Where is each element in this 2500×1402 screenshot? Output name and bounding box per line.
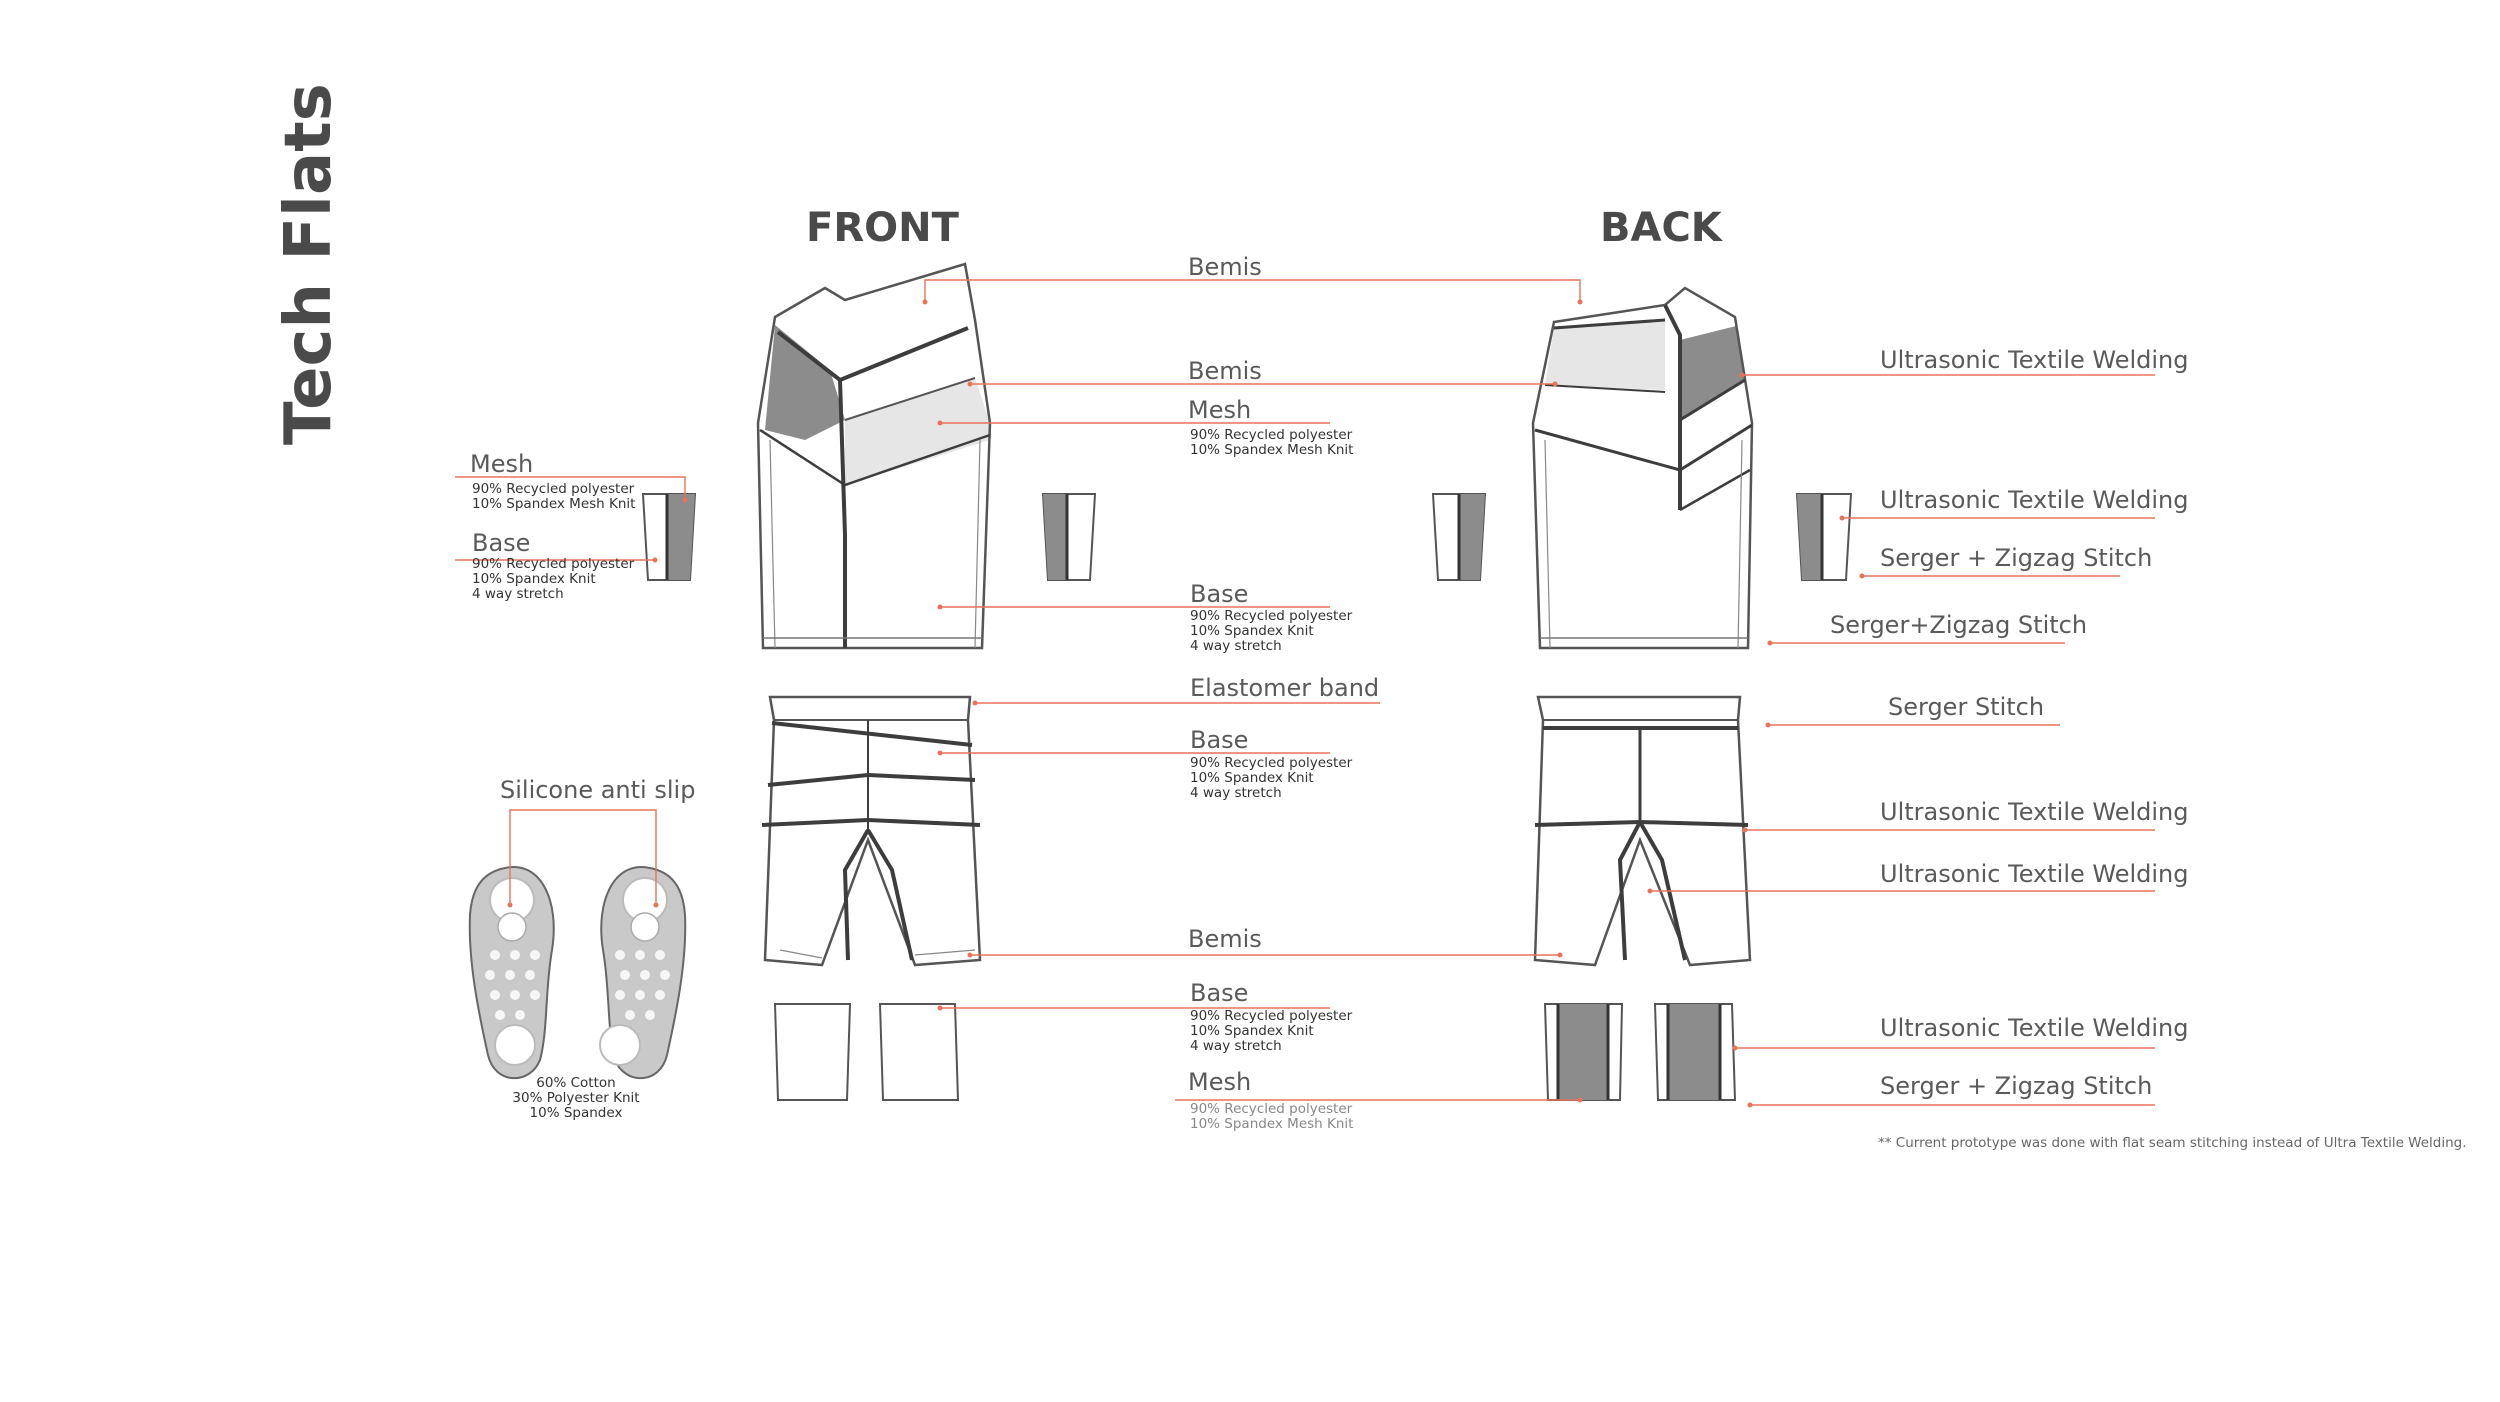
callout-mesh-top-label: Mesh — [1188, 396, 1252, 424]
callout-bemis-shorts: Bemis — [1188, 925, 1262, 953]
spec-line: 4 way stretch — [1190, 638, 1282, 654]
spec-line: 10% Spandex Mesh Knit — [1190, 442, 1354, 458]
spec-line: 10% Spandex Mesh Knit — [472, 496, 636, 512]
spec-line: 60% Cotton — [536, 1075, 616, 1091]
callout-mesh-sleeves-spec: 90% Recycled polyester 10% Spandex Mesh … — [1190, 1102, 1353, 1132]
spec-line: 10% Spandex Knit — [472, 571, 596, 587]
back-leg-sleeves — [1543, 1003, 1737, 1101]
right-callout-utw-5: Ultrasonic Textile Welding — [1880, 1014, 2189, 1042]
spec-line: 90% Recycled polyester — [1190, 608, 1353, 624]
sock-sole-right — [599, 865, 687, 1080]
callout-mesh-sleeves-label: Mesh — [1188, 1068, 1252, 1096]
back-arm-band-right — [1795, 493, 1853, 581]
footnote: ** Current prototype was done with flat … — [1878, 1135, 2467, 1151]
back-top-garment — [1531, 286, 1754, 650]
spec-line: 10% Spandex Knit — [1190, 623, 1314, 639]
spec-line: 10% Spandex — [529, 1105, 623, 1121]
spec-line: 30% Polyester Knit — [512, 1090, 640, 1106]
right-callout-utw-3: Ultrasonic Textile Welding — [1880, 798, 2189, 826]
left-callout-silicone-anti-slip: Silicone anti slip — [500, 776, 696, 804]
callout-elastomer-band: Elastomer band — [1190, 674, 1380, 702]
right-callout-serger-stitch: Serger Stitch — [1888, 693, 2045, 721]
left-arm-band-detail — [641, 493, 697, 581]
sock-sole-left — [468, 865, 555, 1080]
front-top-garment — [756, 262, 992, 650]
callout-leaders — [455, 279, 2155, 1106]
spec-line: 4 way stretch — [1190, 1038, 1282, 1054]
front-leg-sleeves — [773, 1003, 960, 1101]
spec-line: 90% Recycled polyester — [1190, 755, 1353, 771]
right-callout-serger-zigzag-3: Serger + Zigzag Stitch — [1880, 1072, 2153, 1100]
front-shorts-garment — [761, 695, 982, 967]
back-arm-band-left — [1431, 493, 1487, 581]
callout-base-shorts-label: Base — [1190, 726, 1249, 754]
left-callout-base-label: Base — [472, 529, 531, 557]
spec-line: 10% Spandex Knit — [1190, 770, 1314, 786]
callout-mesh-top-spec: 90% Recycled polyester 10% Spandex Mesh … — [1190, 428, 1353, 458]
spec-line: 10% Spandex Mesh Knit — [1190, 1116, 1354, 1132]
spec-line: 90% Recycled polyester — [472, 481, 635, 497]
spec-line: 90% Recycled polyester — [1190, 427, 1353, 443]
front-arm-band — [1041, 493, 1097, 581]
callout-base-shorts-spec: 90% Recycled polyester 10% Spandex Knit … — [1190, 756, 1352, 801]
callout-base-top-label: Base — [1190, 580, 1249, 608]
right-callout-utw-1: Ultrasonic Textile Welding — [1880, 346, 2189, 374]
callout-base-sleeves-spec: 90% Recycled polyester 10% Spandex Knit … — [1190, 1009, 1352, 1054]
right-callout-utw-2: Ultrasonic Textile Welding — [1880, 486, 2189, 514]
left-callout-mesh-spec: 90% Recycled polyester 10% Spandex Mesh … — [472, 482, 635, 512]
callout-bemis-mid: Bemis — [1188, 357, 1262, 385]
right-callout-utw-4: Ultrasonic Textile Welding — [1880, 860, 2189, 888]
left-callout-base-spec: 90% Recycled polyester 10% Spandex Knit … — [472, 557, 634, 602]
back-shorts-garment — [1533, 695, 1752, 967]
callout-bemis-top: Bemis — [1188, 253, 1262, 281]
callout-base-top-spec: 90% Recycled polyester 10% Spandex Knit … — [1190, 609, 1352, 654]
spec-line: 90% Recycled polyester — [1190, 1101, 1353, 1117]
spec-line: 10% Spandex Knit — [1190, 1023, 1314, 1039]
spec-line: 4 way stretch — [472, 586, 564, 602]
sock-material-spec: 60% Cotton 30% Polyester Knit 10% Spande… — [506, 1076, 646, 1121]
callout-base-sleeves-label: Base — [1190, 979, 1249, 1007]
spec-line: 90% Recycled polyester — [1190, 1008, 1353, 1024]
spec-line: 4 way stretch — [1190, 785, 1282, 801]
left-callout-mesh-label: Mesh — [470, 450, 534, 478]
spec-line: 90% Recycled polyester — [472, 556, 635, 572]
front-view-title: FRONT — [806, 205, 959, 251]
callout-dots — [507, 299, 1865, 1108]
back-view-title: BACK — [1600, 205, 1722, 251]
right-callout-serger-zigzag-2: Serger+Zigzag Stitch — [1830, 611, 2088, 639]
right-callout-serger-zigzag-1: Serger + Zigzag Stitch — [1880, 544, 2153, 572]
